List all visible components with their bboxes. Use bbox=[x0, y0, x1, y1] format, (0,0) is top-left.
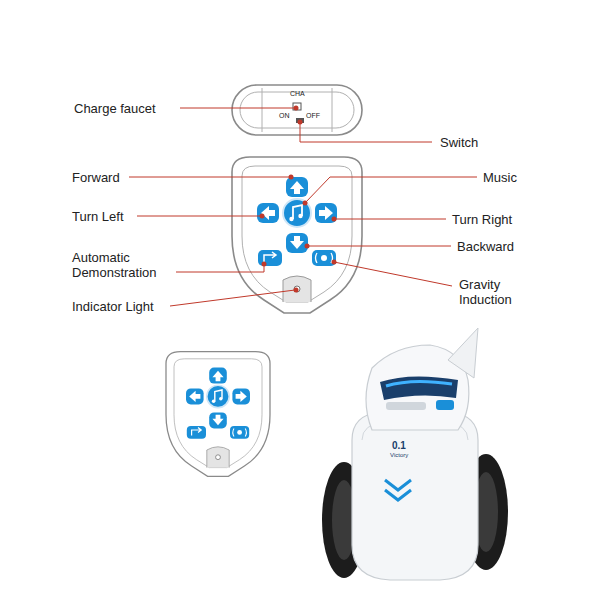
button-label: Forward bbox=[72, 170, 120, 185]
switch-marking: ON bbox=[279, 112, 290, 120]
switch-marking: CHA bbox=[290, 90, 305, 98]
switch-marking: OFF bbox=[306, 112, 320, 120]
button-label: Gravity Induction bbox=[459, 277, 531, 307]
button-label: Automatic Demonstration bbox=[72, 250, 176, 280]
part-label: Indicator Light bbox=[72, 299, 154, 314]
button-label: Turn Left bbox=[72, 209, 124, 224]
robot-marking: 0.1 bbox=[392, 440, 406, 451]
button-label: Turn Right bbox=[452, 212, 512, 227]
part-label: Charge faucet bbox=[74, 101, 156, 116]
button-label: Backward bbox=[457, 239, 514, 254]
part-label: Switch bbox=[440, 135, 478, 150]
button-label: Music bbox=[483, 170, 517, 185]
robot-marking: Victory bbox=[390, 452, 408, 459]
